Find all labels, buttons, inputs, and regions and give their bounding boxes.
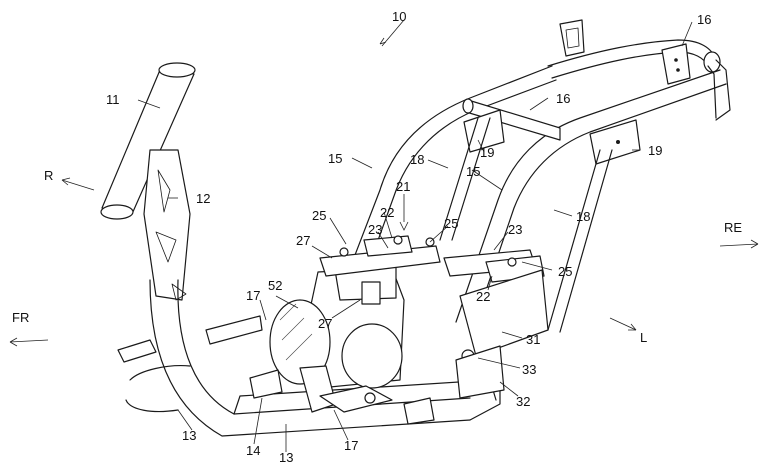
r-arrow xyxy=(62,180,94,190)
label-13: 13 xyxy=(279,450,293,465)
label-fr: FR xyxy=(12,310,29,325)
label-22: 22 xyxy=(380,205,394,220)
label-17: 17 xyxy=(246,288,260,303)
label-18: 18 xyxy=(576,209,590,224)
label-11: 11 xyxy=(106,92,120,107)
re-arrow xyxy=(720,244,758,246)
label-21: 21 xyxy=(396,179,410,194)
label-15: 15 xyxy=(328,151,342,166)
label-12: 12 xyxy=(196,191,210,206)
label-re: RE xyxy=(724,220,742,235)
label-23: 23 xyxy=(508,222,522,237)
label-13: 13 xyxy=(182,428,196,443)
label-15: 15 xyxy=(466,164,480,179)
leader-lines xyxy=(138,20,692,452)
label-19: 19 xyxy=(648,143,662,158)
label-32: 32 xyxy=(516,394,530,409)
label-l: L xyxy=(640,330,647,345)
label-25: 25 xyxy=(444,216,458,231)
label-27: 27 xyxy=(318,316,332,331)
label-33: 33 xyxy=(522,362,536,377)
label-52: 52 xyxy=(268,278,282,293)
label-10: 10 xyxy=(392,9,406,24)
label-16: 16 xyxy=(556,91,570,106)
label-14: 14 xyxy=(246,443,260,458)
label-31: 31 xyxy=(526,332,540,347)
label-r: R xyxy=(44,168,53,183)
label-22: 22 xyxy=(476,289,490,304)
label-25: 25 xyxy=(312,208,326,223)
label-23: 23 xyxy=(368,222,382,237)
rear-frame-loop xyxy=(548,20,730,120)
label-16: 16 xyxy=(697,12,711,27)
engine-block xyxy=(270,262,404,388)
l-arrow xyxy=(610,318,636,330)
label-27: 27 xyxy=(296,233,310,248)
label-17: 17 xyxy=(344,438,358,453)
label-18: 18 xyxy=(410,152,424,167)
label-25: 25 xyxy=(558,264,572,279)
label-19: 19 xyxy=(480,145,494,160)
fr-arrow xyxy=(10,340,48,342)
